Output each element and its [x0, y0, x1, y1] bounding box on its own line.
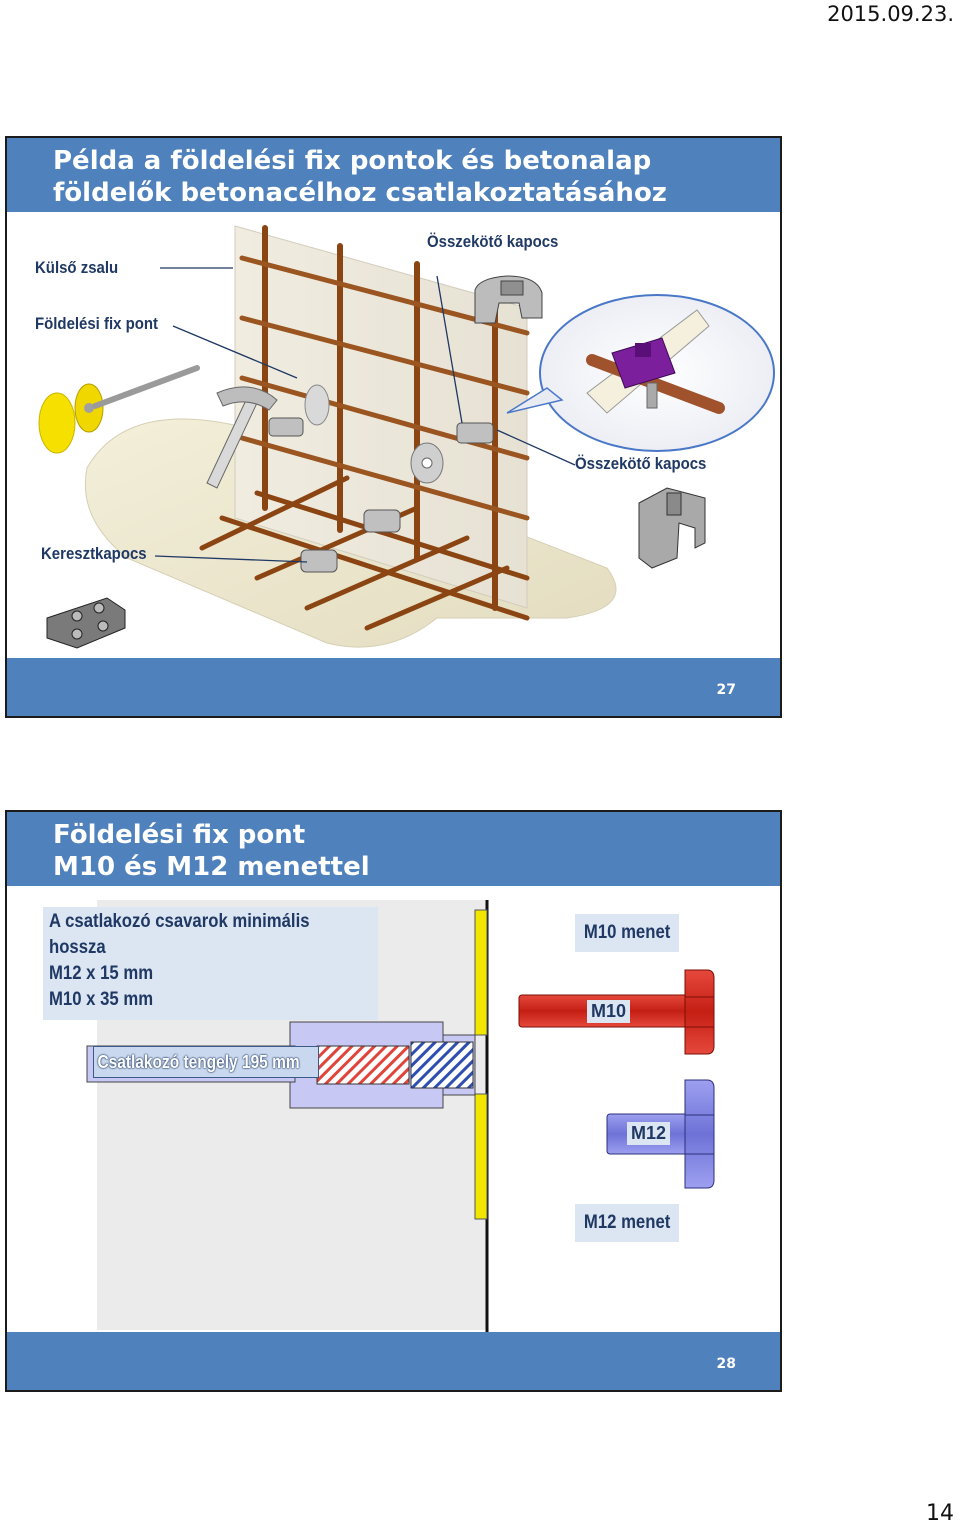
page-date: 2015.09.23. [827, 2, 954, 26]
axis-length-text: Csatlakozó tengely 195 mm [97, 1052, 300, 1072]
label-osszekoto-kapocs-right: Összekötő kapocs [575, 454, 707, 473]
slide-27: Példa a földelési fix pontok és betonala… [5, 136, 782, 718]
clamp-osszekoto-right [638, 487, 706, 569]
flange-plate-bottom [474, 1093, 488, 1220]
thread-m12 [410, 1041, 474, 1089]
axis-length-label: Csatlakozó tengely 195 mm [93, 1046, 319, 1078]
info-line-1: A csatlakozó csavarok minimális [49, 911, 310, 932]
m12-bolt-label: M12 [627, 1122, 671, 1145]
slide-title-line-1: Példa a földelési fix pontok és betonala… [53, 146, 652, 176]
slide-title-bar: Földelési fix pont M10 és M12 menettel [7, 812, 780, 886]
slide-title-line-2: M10 és M12 menettel [53, 852, 370, 882]
label-keresztkapocs: Keresztkapocs [41, 544, 147, 563]
page-number: 14 [926, 1501, 954, 1526]
rebar-illustration [38, 225, 775, 649]
m10-thread-label: M10 menet [575, 914, 679, 952]
m10-bolt-label: M10 [587, 1000, 631, 1023]
slide-28: Földelési fix pont M10 és M12 menettel [5, 810, 782, 1392]
m12-thread-label: M12 menet [575, 1204, 679, 1242]
thread-m10 [316, 1045, 410, 1085]
info-line-2: hossza [49, 937, 106, 958]
info-line-4: M10 x 35 mm [49, 989, 154, 1010]
m12-thread-text: M12 menet [583, 1212, 671, 1233]
flange-plate-top [474, 909, 488, 1036]
clamp-osszekoto-top [474, 275, 543, 324]
bubble-clamp-detail [586, 309, 725, 414]
slide-footer: 27 [7, 658, 780, 716]
cross-clamp-product [46, 597, 126, 649]
label-osszekoto-kapocs-top: Összekötő kapocs [427, 232, 559, 251]
hammer-illustration [206, 386, 278, 489]
m10-thread-text: M10 menet [583, 922, 671, 943]
slide-title-bar: Példa a földelési fix pontok és betonala… [7, 138, 780, 212]
slide-number: 28 [716, 1356, 736, 1372]
slide-number: 27 [716, 682, 736, 698]
fixpoint-disc-wall [304, 384, 330, 426]
bolt-diagram [86, 900, 715, 1332]
info-line-3: M12 x 15 mm [49, 963, 154, 984]
clamp-on-rebar-1 [268, 417, 494, 573]
fixpoint-disc-yellow [38, 365, 200, 454]
label-foldelesi-fix-pont: Földelési fix pont [35, 314, 159, 333]
info-box: A csatlakozó csavarok minimális hossza M… [43, 907, 378, 1020]
label-kulso-zsalu: Külső zsalu [35, 258, 119, 277]
slide-title-line-2: földelők betonacélhoz csatlakoztatásához [53, 178, 667, 208]
slide-title-line-1: Földelési fix pont [53, 820, 306, 850]
slide-footer: 28 [7, 1332, 780, 1390]
